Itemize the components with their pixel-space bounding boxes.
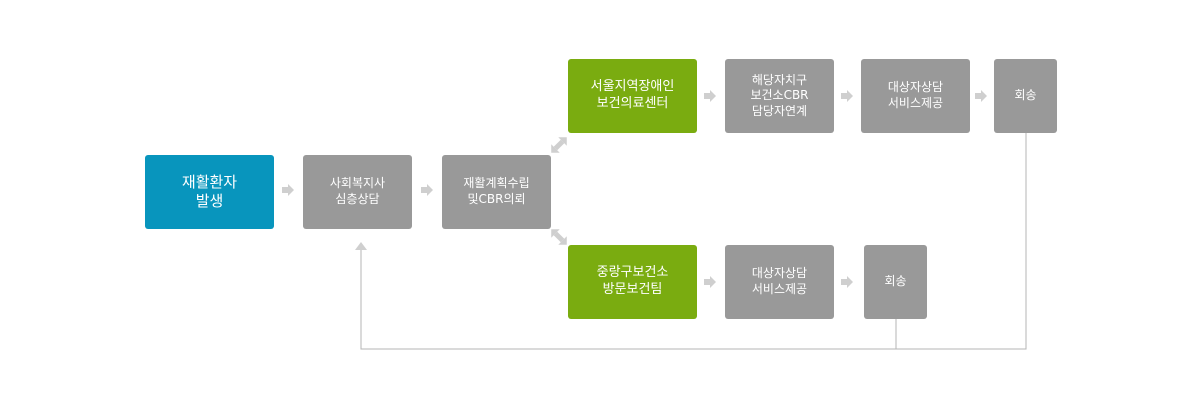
node-return-top: 회송	[994, 59, 1057, 133]
node-return-bottom: 회송	[864, 245, 927, 319]
double-arrow-up-right-icon	[551, 137, 567, 153]
node-service-provision-top: 대상자상담 서비스제공	[861, 59, 970, 133]
node-jungnang-visiting-health-team: 중랑구보건소 방문보건팀	[568, 245, 697, 319]
node-cbr-officer-link: 해당자치구 보건소CBR 담당자연계	[725, 59, 834, 133]
node-social-worker-counsel: 사회복지사 심층상담	[303, 155, 412, 229]
arrow-right-icon	[421, 184, 433, 196]
arrow-right-icon	[704, 90, 716, 102]
double-arrow-down-right-icon	[551, 229, 567, 245]
node-patient-occurrence: 재활환자 발생	[145, 155, 274, 229]
node-service-provision-bottom: 대상자상담 서비스제공	[725, 245, 834, 319]
feedback-arrow-up-icon	[355, 242, 367, 250]
arrow-right-icon	[282, 184, 294, 196]
feedback-loop-top	[360, 132, 1027, 350]
node-seoul-disability-health-center: 서울지역장애인 보건의료센터	[568, 59, 697, 133]
arrow-right-icon	[841, 90, 853, 102]
arrow-right-icon	[704, 276, 716, 288]
node-rehab-plan-cbr-request: 재활계획수립 및CBR의뢰	[442, 155, 551, 229]
arrow-right-icon	[841, 276, 853, 288]
arrow-right-icon	[975, 90, 987, 102]
